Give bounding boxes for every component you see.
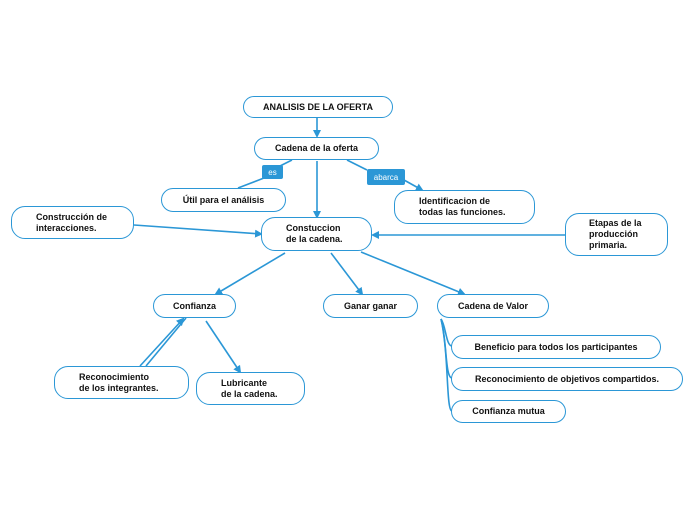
- node-label: Cadena de la oferta: [274, 143, 359, 154]
- node-label: Reconocimiento de objetivos compartidos.: [474, 373, 660, 384]
- node-util-para-el-analisis[interactable]: Útil para el análisis: [161, 188, 286, 212]
- edge-es-to-util: [237, 177, 265, 189]
- node-reconocimiento-de-integrantes[interactable]: Reconocimiento de los integrantes.: [54, 366, 189, 399]
- node-label: Ganar ganar: [343, 300, 398, 311]
- edge-cadena-to-abarca: [346, 159, 368, 171]
- edge-constuccion-to-ganar: [330, 252, 364, 296]
- node-cadena-de-valor[interactable]: Cadena de Valor: [437, 294, 549, 318]
- node-reconocimiento-objetivos[interactable]: Reconocimiento de objetivos compartidos.: [451, 367, 683, 391]
- node-label: Beneficio para todos los participantes: [474, 341, 638, 352]
- tag-label: es: [268, 167, 277, 177]
- node-cadena-de-la-oferta[interactable]: Cadena de la oferta: [254, 137, 379, 160]
- node-beneficio-participantes[interactable]: Beneficio para todos los participantes: [451, 335, 661, 359]
- node-confianza[interactable]: Confianza: [153, 294, 236, 318]
- edge-valor-to-mutua: [440, 318, 453, 412]
- edge-reconocimiento-to-confianza-b: [145, 317, 187, 367]
- node-label: Etapas de la producción primaria.: [589, 218, 642, 250]
- tag-abarca[interactable]: abarca: [367, 169, 405, 185]
- edge-reconocimiento-to-confianza-a: [139, 317, 185, 367]
- node-label: Confianza mutua: [472, 406, 545, 417]
- edge-interacciones-to-constuccion: [133, 224, 263, 238]
- edge-constuccion-to-confianza: [214, 252, 286, 296]
- node-label: ANALISIS DE LA OFERTA: [263, 101, 373, 112]
- node-lubricante-de-la-cadena[interactable]: Lubricante de la cadena.: [196, 372, 305, 405]
- node-label: Construcción de interacciones.: [36, 211, 108, 233]
- edge-confianza-to-lubricante: [205, 320, 242, 374]
- node-etapas-produccion-primaria[interactable]: Etapas de la producción primaria.: [565, 213, 668, 256]
- node-label: Confianza: [172, 300, 216, 311]
- node-label: Constuccion de la cadena.: [286, 223, 343, 244]
- node-label: Cadena de Valor: [457, 300, 529, 311]
- node-label: Reconocimiento de los integrantes.: [79, 371, 159, 393]
- node-construccion-de-interacciones[interactable]: Construcción de interacciones.: [11, 206, 134, 239]
- node-label: Identificacion de todas las funciones.: [419, 196, 506, 217]
- node-identificacion-de-funciones[interactable]: Identificacion de todas las funciones.: [394, 190, 535, 224]
- node-label: Útil para el análisis: [182, 194, 265, 205]
- node-confianza-mutua[interactable]: Confianza mutua: [451, 400, 566, 423]
- node-label: Lubricante de la cadena.: [221, 377, 278, 399]
- tag-es[interactable]: es: [262, 165, 283, 179]
- node-ganar-ganar[interactable]: Ganar ganar: [323, 294, 418, 318]
- edge-abarca-to-identificacion: [403, 179, 424, 191]
- tag-label: abarca: [373, 172, 399, 182]
- node-analisis-de-la-oferta[interactable]: ANALISIS DE LA OFERTA: [243, 96, 393, 118]
- edge-constuccion-to-cadena-valor: [360, 251, 466, 296]
- node-constuccion-de-la-cadena[interactable]: Constuccion de la cadena.: [261, 217, 372, 251]
